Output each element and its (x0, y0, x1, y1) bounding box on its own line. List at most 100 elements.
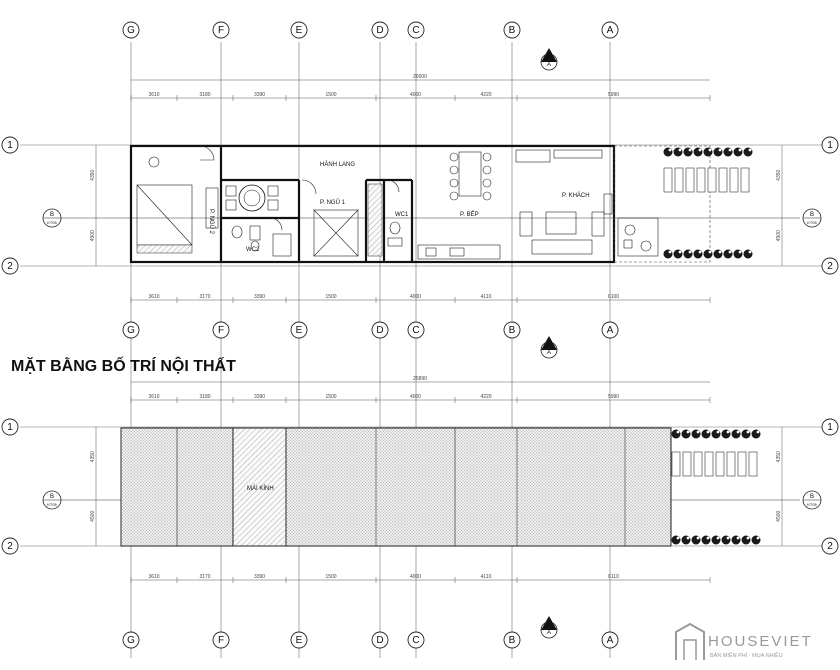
side-dimension: 4500 (90, 510, 96, 521)
dimension-bottom: 4000 (410, 294, 421, 300)
side-dimension: 4500 (776, 230, 782, 241)
svg-text:1: 1 (7, 140, 13, 151)
direction-marker: A (540, 616, 558, 639)
planter (693, 249, 703, 259)
planter (751, 535, 761, 545)
svg-text:D: D (376, 325, 383, 336)
axis-bubble-d: D (371, 321, 389, 339)
side-dimension: 4500 (776, 510, 782, 521)
axis-bubble-e: E (290, 321, 308, 339)
paving-stripe (685, 167, 695, 193)
planter (693, 147, 703, 157)
door-bedroom2 (199, 145, 215, 161)
svg-text:1: 1 (827, 140, 833, 151)
paving-stripe (718, 167, 728, 193)
dimension-top: 5990 (608, 394, 619, 400)
svg-text:E: E (296, 25, 303, 36)
planter (683, 147, 693, 157)
svg-text:E: E (296, 635, 303, 646)
room-label-living: P. KHÁCH (562, 192, 590, 199)
axis-bubble-a: A (601, 321, 619, 339)
houseviet-logo: HOUSEVIET BẢN MIỄN PHÍ · MUA NHIỀU (675, 622, 811, 660)
paving-stripe (748, 451, 758, 477)
svg-text:2: 2 (827, 541, 833, 552)
svg-text:B: B (50, 212, 54, 218)
coffee-table (545, 211, 577, 235)
axis-bubble-row-2: 2 (1, 257, 19, 275)
svg-text:F: F (218, 25, 224, 36)
toilet-wc2 (250, 240, 260, 252)
planter (723, 249, 733, 259)
svg-text:A: A (547, 350, 551, 356)
wardrobe-bedroom1 (367, 183, 383, 257)
svg-text:G: G (127, 25, 135, 36)
svg-text:2: 2 (827, 261, 833, 272)
axis-bubble-c: C (407, 321, 425, 339)
dimension-top: 3180 (199, 394, 210, 400)
planter (713, 249, 723, 259)
dimension-bottom: 6110 (608, 574, 619, 580)
planter (671, 535, 681, 545)
axis-grid-lines (20, 42, 822, 658)
planter (673, 249, 683, 259)
svg-text:F: F (218, 635, 224, 646)
paving-stripe (663, 167, 673, 193)
axis-bubble-f: F (212, 321, 230, 339)
planter (731, 535, 741, 545)
dimension-bottom: 3170 (199, 294, 210, 300)
svg-text:2: 2 (7, 261, 13, 272)
planter (711, 535, 721, 545)
axis-bubble-d: D (371, 631, 389, 649)
dimension-top: 5990 (608, 92, 619, 98)
axis-bubble-f: F (212, 21, 230, 39)
room-label-kitchen: P. BẾP (460, 211, 479, 218)
paving-stripe (693, 451, 703, 477)
room-label-bedroom2: P. NGỦ 2 (208, 209, 215, 235)
planter (683, 249, 693, 259)
paving-stripe (696, 167, 706, 193)
round-table (238, 184, 266, 212)
dimension-top: 4000 (410, 92, 421, 98)
plan-roof: MÁI KÍNH (120, 427, 672, 547)
svg-text:C: C (412, 325, 419, 336)
planter (711, 429, 721, 439)
dimension-bottom: 3390 (254, 574, 265, 580)
svg-text:C: C (412, 25, 419, 36)
svg-text:KT05: KT05 (807, 220, 817, 225)
planter (721, 535, 731, 545)
axis-bubble-c: C (407, 631, 425, 649)
paving-stripe (682, 451, 692, 477)
dimension-top: 4220 (480, 92, 491, 98)
axis-bubble-c: C (407, 21, 425, 39)
planters (663, 147, 761, 545)
side-dimension: 4350 (90, 169, 96, 180)
planter (681, 429, 691, 439)
planter (673, 147, 683, 157)
front-yard (613, 145, 711, 263)
dimension-bottom: 4110 (481, 294, 492, 300)
paving-stripe (707, 167, 717, 193)
axis-bubble-f: F (212, 631, 230, 649)
dimension-bottom: 6100 (608, 294, 619, 300)
axis-bubble-e: E (290, 631, 308, 649)
dimension-top: 3180 (199, 92, 210, 98)
planter (681, 535, 691, 545)
lamp-icon (148, 156, 160, 168)
sofa (531, 239, 593, 255)
planter (703, 249, 713, 259)
overall-dimension: 25890 (413, 376, 427, 382)
paving-stripe (715, 451, 725, 477)
room-label-hallway: HÀNH LANG (320, 161, 355, 168)
dining-table (458, 151, 482, 197)
plan-title: MẶT BẰNG BỐ TRÍ NỘI THẤT (11, 355, 236, 375)
planter (703, 147, 713, 157)
roof-area (120, 427, 672, 547)
axis-bubble-a: A (601, 21, 619, 39)
door-wc2 (269, 217, 283, 231)
dimension-top: 1500 (325, 92, 336, 98)
side-dimension: 4500 (90, 230, 96, 241)
planter (723, 147, 733, 157)
